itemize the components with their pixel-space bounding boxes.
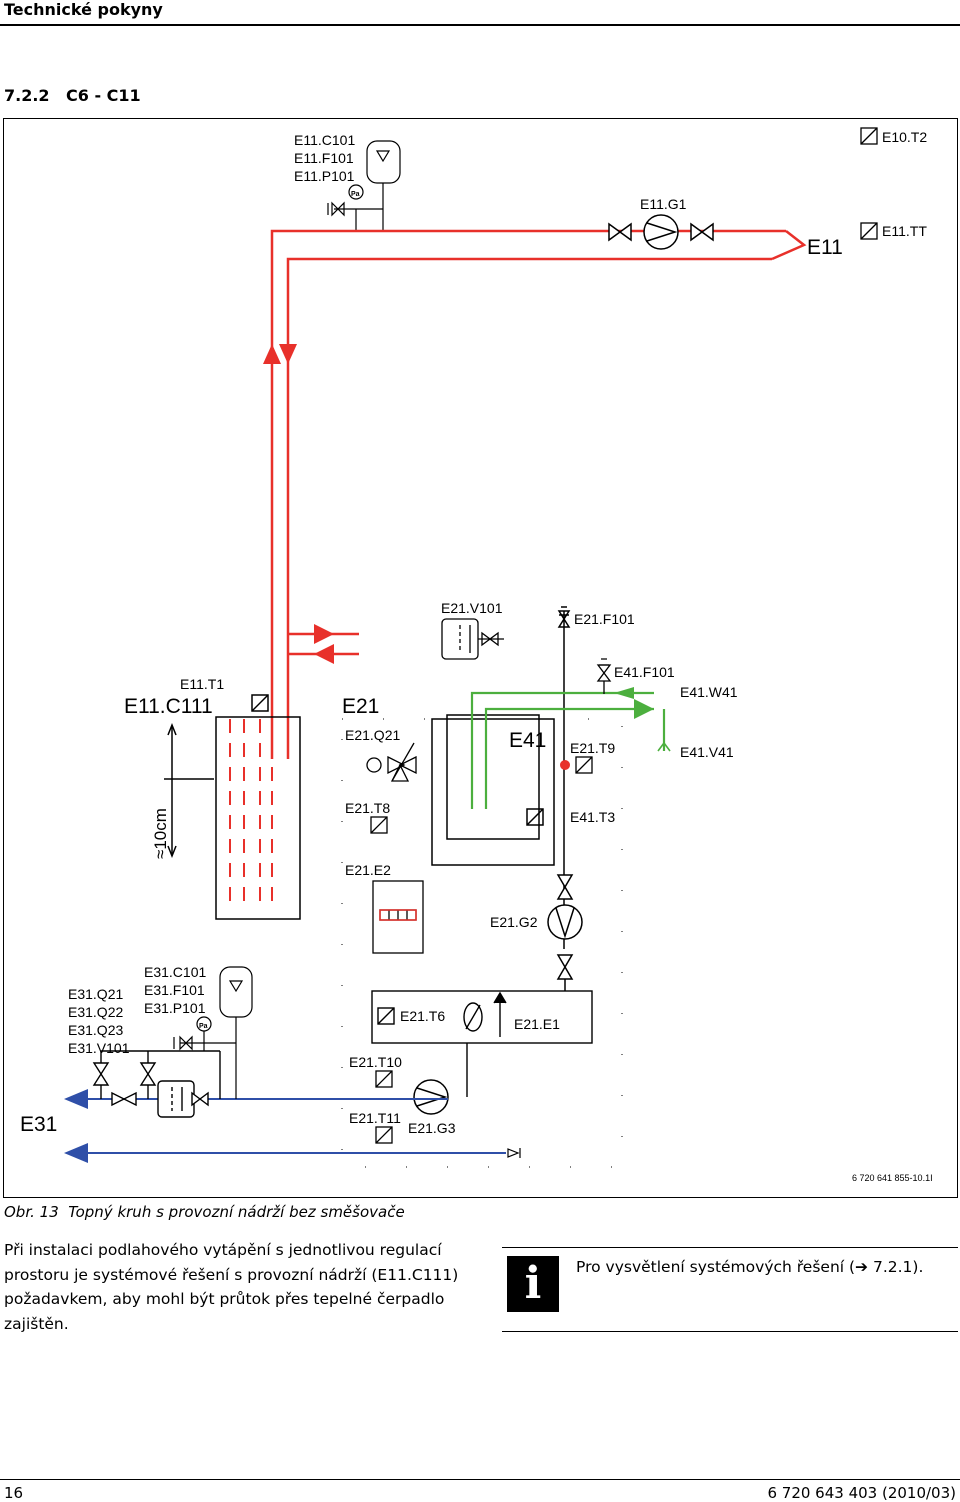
label-e31-q22: E31.Q22 — [68, 1004, 123, 1020]
label-e31-f101: E31.F101 — [144, 982, 205, 998]
label-e21-t6: E21.T6 — [400, 1008, 445, 1024]
water-drain-symbol — [657, 741, 671, 752]
label-e21-f101: E21.F101 — [574, 611, 635, 627]
label-e21-t11: E21.T11 — [349, 1110, 401, 1126]
label-e41-v41: E41.V41 — [680, 744, 734, 760]
label-e31-p101: E31.P101 — [144, 1000, 206, 1016]
label-e21-t8: E21.T8 — [345, 800, 390, 816]
figure-reference: 6 720 641 855-10.1I — [852, 1173, 933, 1183]
e21-e1-unit — [371, 990, 593, 1097]
note-rule-bottom — [502, 1331, 958, 1332]
buffer-dashes — [229, 719, 273, 909]
label-e11: E11 — [807, 236, 843, 259]
label-e21-t9: E21.T9 — [570, 740, 615, 756]
sensor-e10-t2 — [860, 127, 878, 240]
label-e10-t2: E10.T2 — [882, 129, 927, 145]
flow-pipes — [270, 229, 807, 759]
page-number: 16 — [4, 1484, 24, 1502]
e21-q21-diverter-valve — [366, 742, 417, 782]
header-rule — [0, 24, 960, 26]
label-e21-e1: E21.E1 — [514, 1016, 560, 1032]
sensor-e21-t9 — [575, 756, 593, 774]
label-e41-w41: E41.W41 — [680, 684, 738, 700]
section-title: C6 - C11 — [66, 86, 141, 105]
e21-t9-point — [560, 760, 570, 770]
e11-safety-valve — [327, 201, 345, 217]
hydraulic-diagram: E11.C101 E11.F101 E11.P101 Pa E11.G1 E11… — [3, 118, 958, 1198]
e31-expansion-vessel — [173, 966, 253, 1099]
note-text: Pro vysvětlení systémových řešení (➔ 7.2… — [576, 1258, 924, 1276]
label-e31-q21: E31.Q21 — [68, 986, 123, 1002]
figure-caption: Obr. 13 Topný kruh s provozní nádrží bez… — [4, 1203, 405, 1221]
e21-g2-pump — [547, 874, 583, 991]
info-icon: i — [507, 1256, 559, 1312]
sensor-e21-t10 — [375, 1070, 393, 1144]
e21-g3-pump — [413, 1079, 449, 1115]
e41-water-heater — [431, 714, 555, 866]
e11-c111-buffer-tank — [164, 694, 301, 920]
water-arrows — [614, 687, 654, 719]
footer-rule — [0, 1479, 960, 1480]
note-rule-top — [502, 1247, 958, 1248]
label-e11-p101: E11.P101 — [294, 168, 355, 184]
page-header-title: Technické pokyny — [4, 0, 163, 19]
label-e21-t10: E21.T10 — [349, 1054, 402, 1070]
label-e11-c111: E11.C111 — [124, 695, 213, 718]
caption-text: Topný kruh s provozní nádrží bez směšova… — [68, 1203, 405, 1221]
label-e31-q23: E31.Q23 — [68, 1022, 123, 1038]
return-pipes — [84, 1098, 506, 1154]
label-e11-g1: E11.G1 — [640, 196, 687, 212]
label-distance: ≈10cm — [151, 808, 170, 859]
return-arrows — [64, 1089, 88, 1163]
label-pa-1: Pa — [351, 191, 360, 198]
label-e21: E21 — [342, 695, 379, 718]
label-e21-q21: E21.Q21 — [345, 727, 400, 743]
label-e41-f101: E41.F101 — [614, 664, 675, 680]
caption-label: Obr. 13 — [4, 1203, 59, 1221]
heater-element — [379, 909, 417, 921]
label-e41-t3: E41.T3 — [570, 809, 615, 825]
label-e11-tt: E11.TT — [882, 223, 927, 239]
section-number: 7.2.2 — [4, 86, 50, 105]
body-paragraph: Při instalaci podlahového vytápění s jed… — [4, 1241, 459, 1333]
document-reference: 6 720 643 403 (2010/03) — [767, 1484, 956, 1502]
e21-v101-valve — [441, 618, 504, 660]
sensor-e21-t8 — [370, 816, 388, 834]
diagram-svg: E11.C101 E11.F101 E11.P101 Pa E11.G1 E11… — [20, 127, 933, 1183]
label-e21-v101: E21.V101 — [441, 600, 503, 616]
e11-expansion-vessel — [334, 140, 401, 231]
e11-g1-pump — [608, 214, 714, 250]
label-e31: E31 — [20, 1113, 57, 1136]
label-e11-t1: E11.T1 — [180, 676, 224, 692]
label-e31-v101: E31.V101 — [68, 1040, 130, 1056]
label-pa-2: Pa — [199, 1023, 208, 1030]
section-heading: 7.2.2 C6 - C11 — [4, 86, 141, 105]
flow-arrows — [263, 344, 334, 664]
label-e11-f101: E11.F101 — [294, 150, 354, 166]
label-e21-g3: E21.G3 — [408, 1120, 456, 1136]
label-e21-e2: E21.E2 — [345, 862, 391, 878]
label-e11-c101: E11.C101 — [294, 132, 355, 148]
return-check-valve — [507, 1148, 521, 1158]
e31-valves — [92, 1050, 221, 1118]
label-e31-c101: E31.C101 — [144, 964, 206, 980]
label-e41: E41 — [509, 729, 546, 752]
e41-f101-valve — [596, 658, 612, 694]
label-e21-g2: E21.G2 — [490, 914, 538, 930]
